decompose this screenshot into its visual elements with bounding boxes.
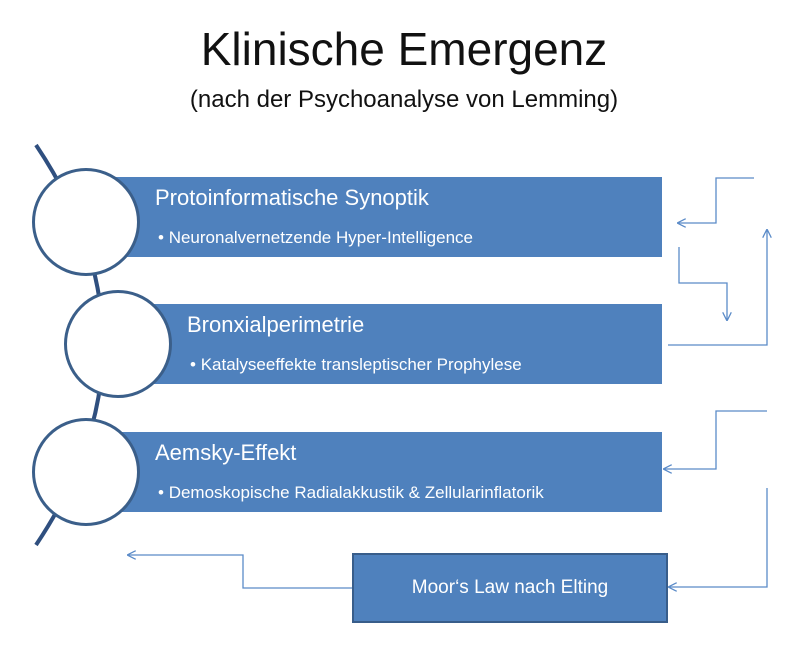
diagram-title: Klinische Emergenz: [200, 23, 608, 75]
arrow-down-right: [678, 247, 727, 320]
arrow-up-right: [668, 230, 767, 346]
item-bar-1: Protoinformatische Synoptik • Neuronalve…: [88, 177, 662, 257]
item-heading-1: Protoinformatische Synoptik: [155, 185, 429, 210]
item-circle-2: [64, 290, 172, 398]
item-heading-3: Aemsky-Effekt: [155, 440, 297, 465]
arrow-in-item-3: [664, 410, 767, 469]
arrow-in-box: [669, 488, 768, 587]
item-circle-1: [32, 168, 140, 276]
arrow-out-left: [128, 555, 352, 589]
item-bullet-2: • Katalyseeffekte transleptischer Prophy…: [190, 355, 522, 374]
item-bar-2: Bronxialperimetrie • Katalyseeffekte tra…: [120, 304, 662, 384]
item-bar-3: Aemsky-Effekt • Demoskopische Radialakku…: [88, 432, 662, 512]
item-bullet-3: • Demoskopische Radialakkustik & Zellula…: [158, 483, 544, 502]
diagram-subtitle: (nach der Psychoanalyse von Lemming): [189, 86, 619, 113]
item-circle-3: [32, 418, 140, 526]
item-heading-2: Bronxialperimetrie: [187, 312, 365, 337]
item-bullet-1: • Neuronalvernetzende Hyper-Intelligence: [158, 228, 473, 247]
moors-law-box: Moor‘s Law nach Elting: [352, 553, 668, 623]
arrow-in-item-1: [678, 177, 754, 223]
